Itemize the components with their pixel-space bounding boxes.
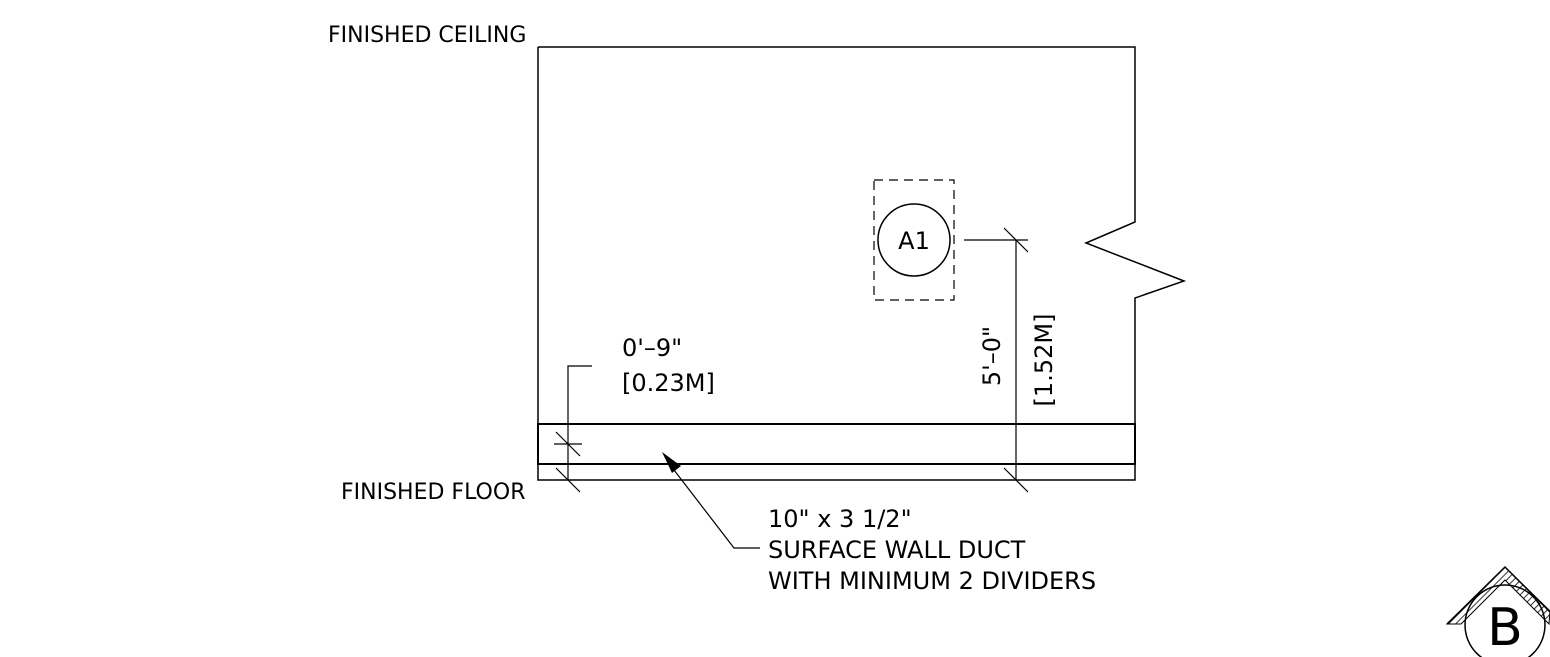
section-marker-letter: B <box>1487 598 1523 657</box>
device-dim-tick-bottom <box>1003 467 1029 493</box>
duct-dim-tick-bottom <box>555 467 581 493</box>
callout-leader <box>673 469 760 549</box>
duct-height-metric: [0.23M] <box>622 369 715 397</box>
device-height-imperial: 5'–0" <box>978 326 1006 386</box>
duct-dimension-line <box>567 365 592 480</box>
surface-wall-duct <box>537 423 1136 465</box>
section-marker-circle <box>1464 584 1546 657</box>
device-a1-circle <box>877 203 951 277</box>
wall-outline <box>537 46 1187 481</box>
callout-line-2: SURFACE WALL DUCT <box>768 536 1026 564</box>
finished-ceiling-label: FINISHED CEILING <box>328 23 526 48</box>
callout-line-1: 10" x 3 1/2" <box>768 505 912 533</box>
device-dim-tick-top <box>1003 227 1029 253</box>
device-a1-tag: A1 <box>898 227 930 255</box>
finished-floor-label: FINISHED FLOOR <box>341 480 525 505</box>
callout-arrowhead <box>662 452 681 473</box>
device-height-metric: [1.52M] <box>1030 314 1058 407</box>
duct-height-imperial: 0'–9" <box>622 334 682 362</box>
section-marker-outline <box>1446 565 1550 625</box>
device-dashed-outline <box>873 179 955 301</box>
callout-line-3: WITH MINIMUM 2 DIVIDERS <box>768 567 1096 595</box>
